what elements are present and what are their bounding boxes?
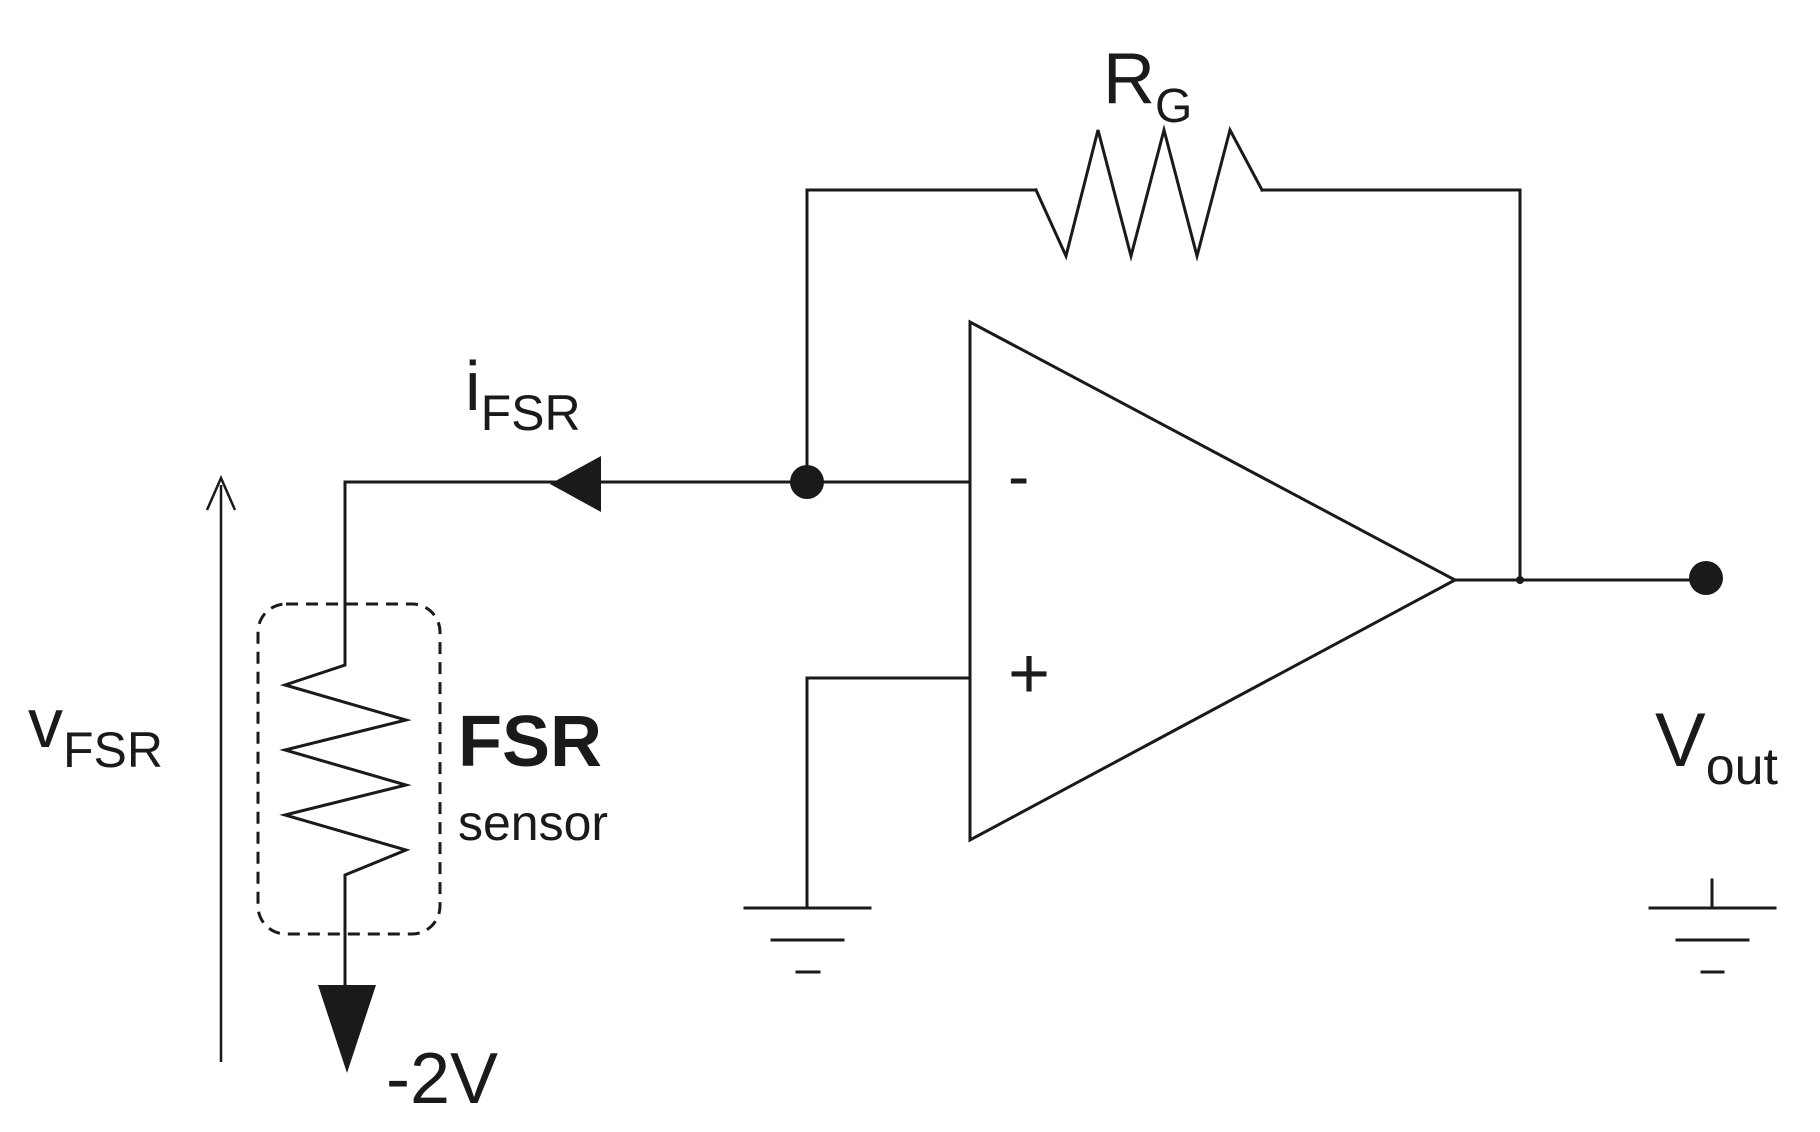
non-inverting-input-sign: +: [1008, 634, 1050, 714]
feedback-wire-right: [1260, 188, 1522, 582]
sensor-enclosure: [256, 602, 442, 936]
ground-symbol-left: [743, 906, 872, 974]
output-terminal: [1689, 561, 1723, 595]
current-label: iFSR: [465, 347, 581, 441]
sensor-title: FSR: [458, 702, 602, 782]
feedback-wire-left: [805, 188, 1038, 484]
feedback-resistor: [1034, 124, 1265, 262]
ground-symbol-right: [1648, 878, 1777, 974]
voltage-arrow-head: [205, 474, 237, 511]
output-label: Vout: [1655, 698, 1779, 796]
current-arrow: [550, 456, 601, 512]
inverting-input-sign: -: [1008, 440, 1029, 512]
output-junction-dot: [1516, 576, 1524, 584]
inverting-input-wire: [343, 480, 972, 658]
fsr-resistor: [279, 654, 412, 1002]
op-amp-triangle: [968, 319, 1459, 843]
summing-junction-node: [790, 465, 824, 499]
non-inverting-input-wire: [805, 676, 972, 910]
voltage-label: vFSR: [28, 684, 163, 778]
supply-arrow: [318, 985, 376, 1073]
feedback-resistor-label: RG: [1103, 39, 1192, 133]
sensor-caption: sensor: [458, 795, 608, 851]
supply-voltage-label: -2V: [386, 1039, 498, 1119]
